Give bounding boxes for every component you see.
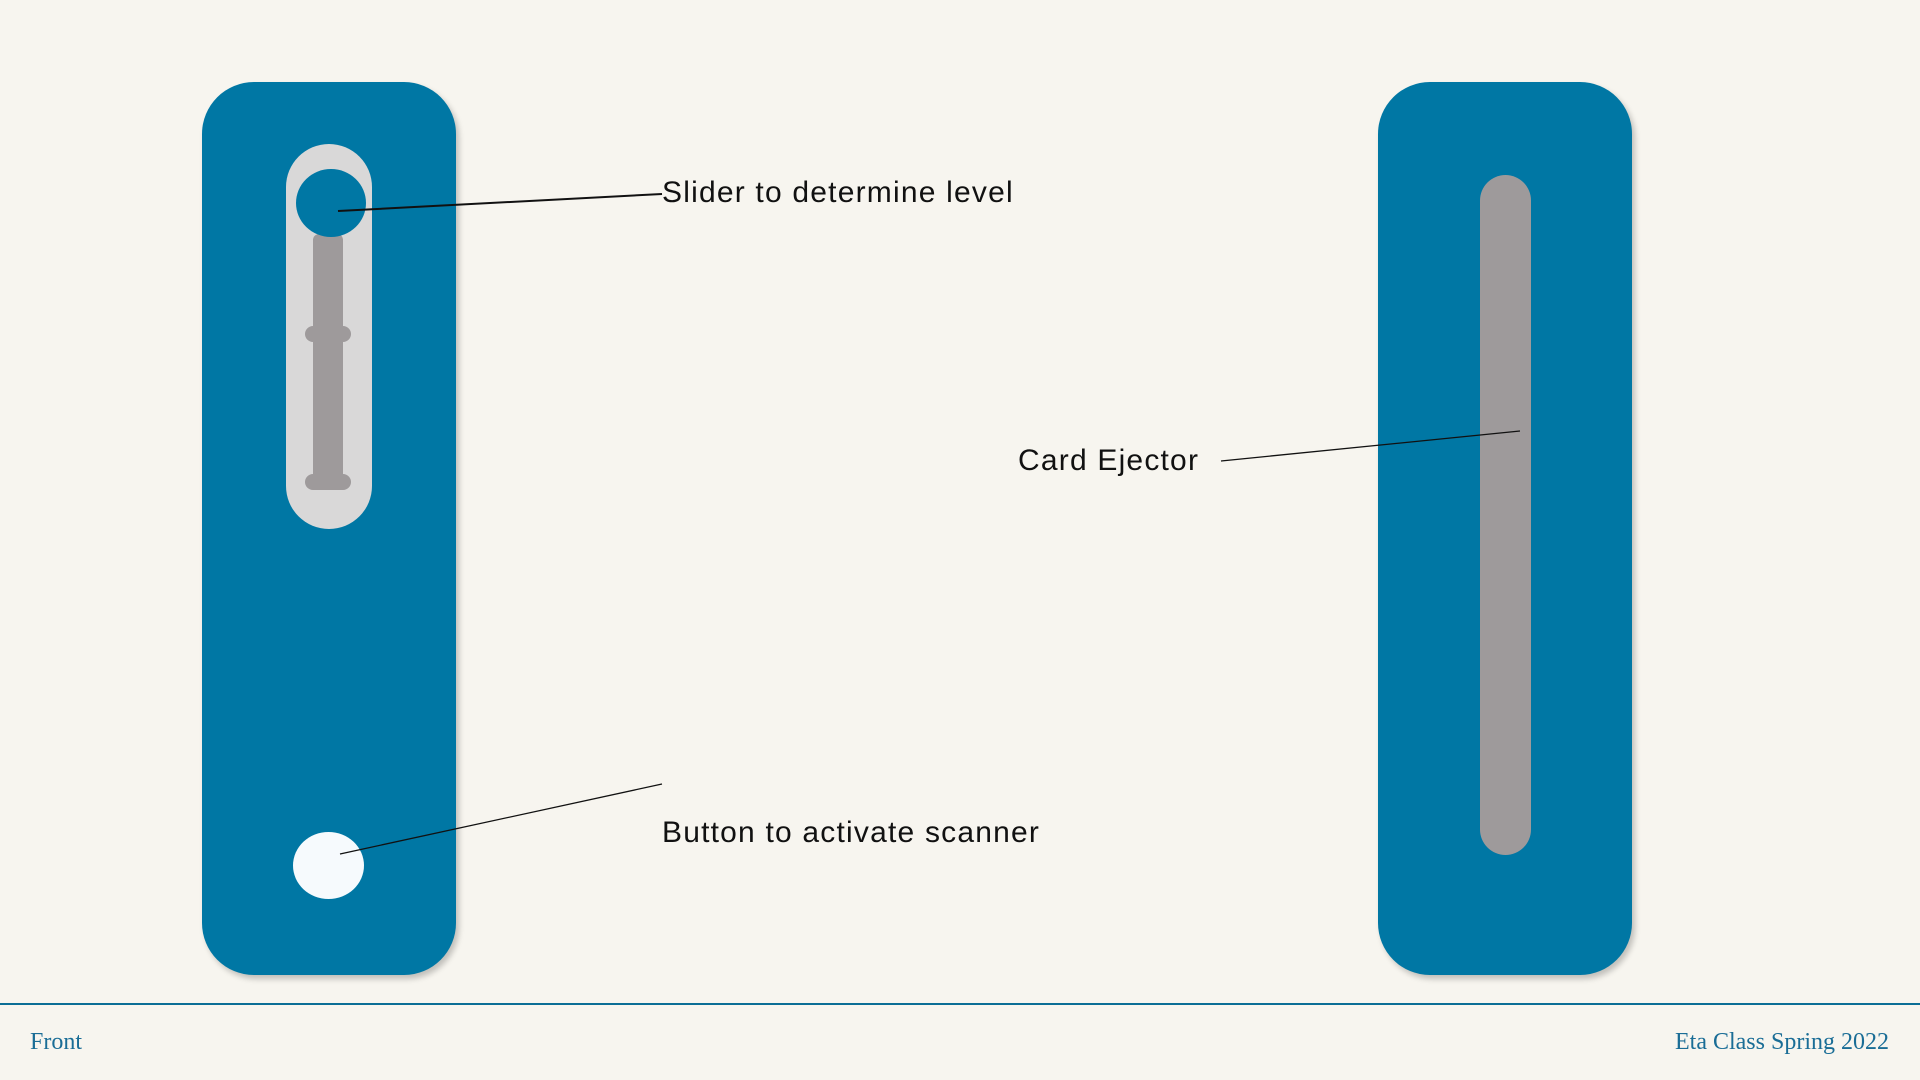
card-ejector[interactable] <box>1480 175 1531 855</box>
slider-knob[interactable] <box>296 169 366 237</box>
card-ejector-label: Card Ejector <box>1018 444 1200 477</box>
scanner-device-front <box>202 82 456 975</box>
footer-section-title: Front <box>30 1029 83 1055</box>
slider-notch-bottom <box>305 474 351 490</box>
slider-label: Slider to determine level <box>662 176 1014 209</box>
footer-course-label: Eta Class Spring 2022 <box>1675 1029 1889 1055</box>
slider-track <box>286 144 372 529</box>
scan-button[interactable] <box>293 832 364 899</box>
scanner-device-side <box>1378 82 1632 975</box>
slider-notch-middle <box>305 326 351 342</box>
slider-rail <box>313 234 343 489</box>
footer-divider <box>0 1003 1920 1005</box>
button-label: Button to activate scanner <box>662 816 1041 849</box>
